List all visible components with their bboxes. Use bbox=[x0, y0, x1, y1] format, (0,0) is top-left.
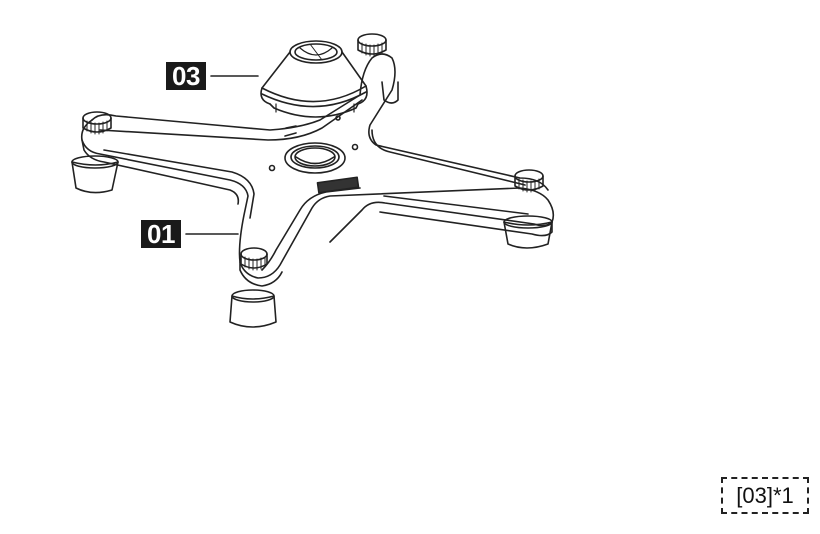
foot-right bbox=[503, 215, 553, 249]
cone-adapter bbox=[260, 40, 368, 118]
callout-label-01: 01 bbox=[141, 220, 181, 248]
foot-front bbox=[229, 289, 277, 328]
quantity-note: [03]*1 bbox=[721, 477, 809, 514]
foot-left bbox=[71, 155, 119, 194]
center-hub bbox=[268, 115, 360, 194]
base-outline-back bbox=[91, 53, 549, 191]
foot-back bbox=[381, 81, 399, 104]
knob-left bbox=[82, 111, 112, 135]
callout-label-03: 03 bbox=[166, 62, 206, 90]
knob-back bbox=[357, 33, 387, 57]
knob-front bbox=[240, 247, 268, 271]
knob-right bbox=[514, 169, 544, 193]
cross-base bbox=[80, 53, 555, 287]
